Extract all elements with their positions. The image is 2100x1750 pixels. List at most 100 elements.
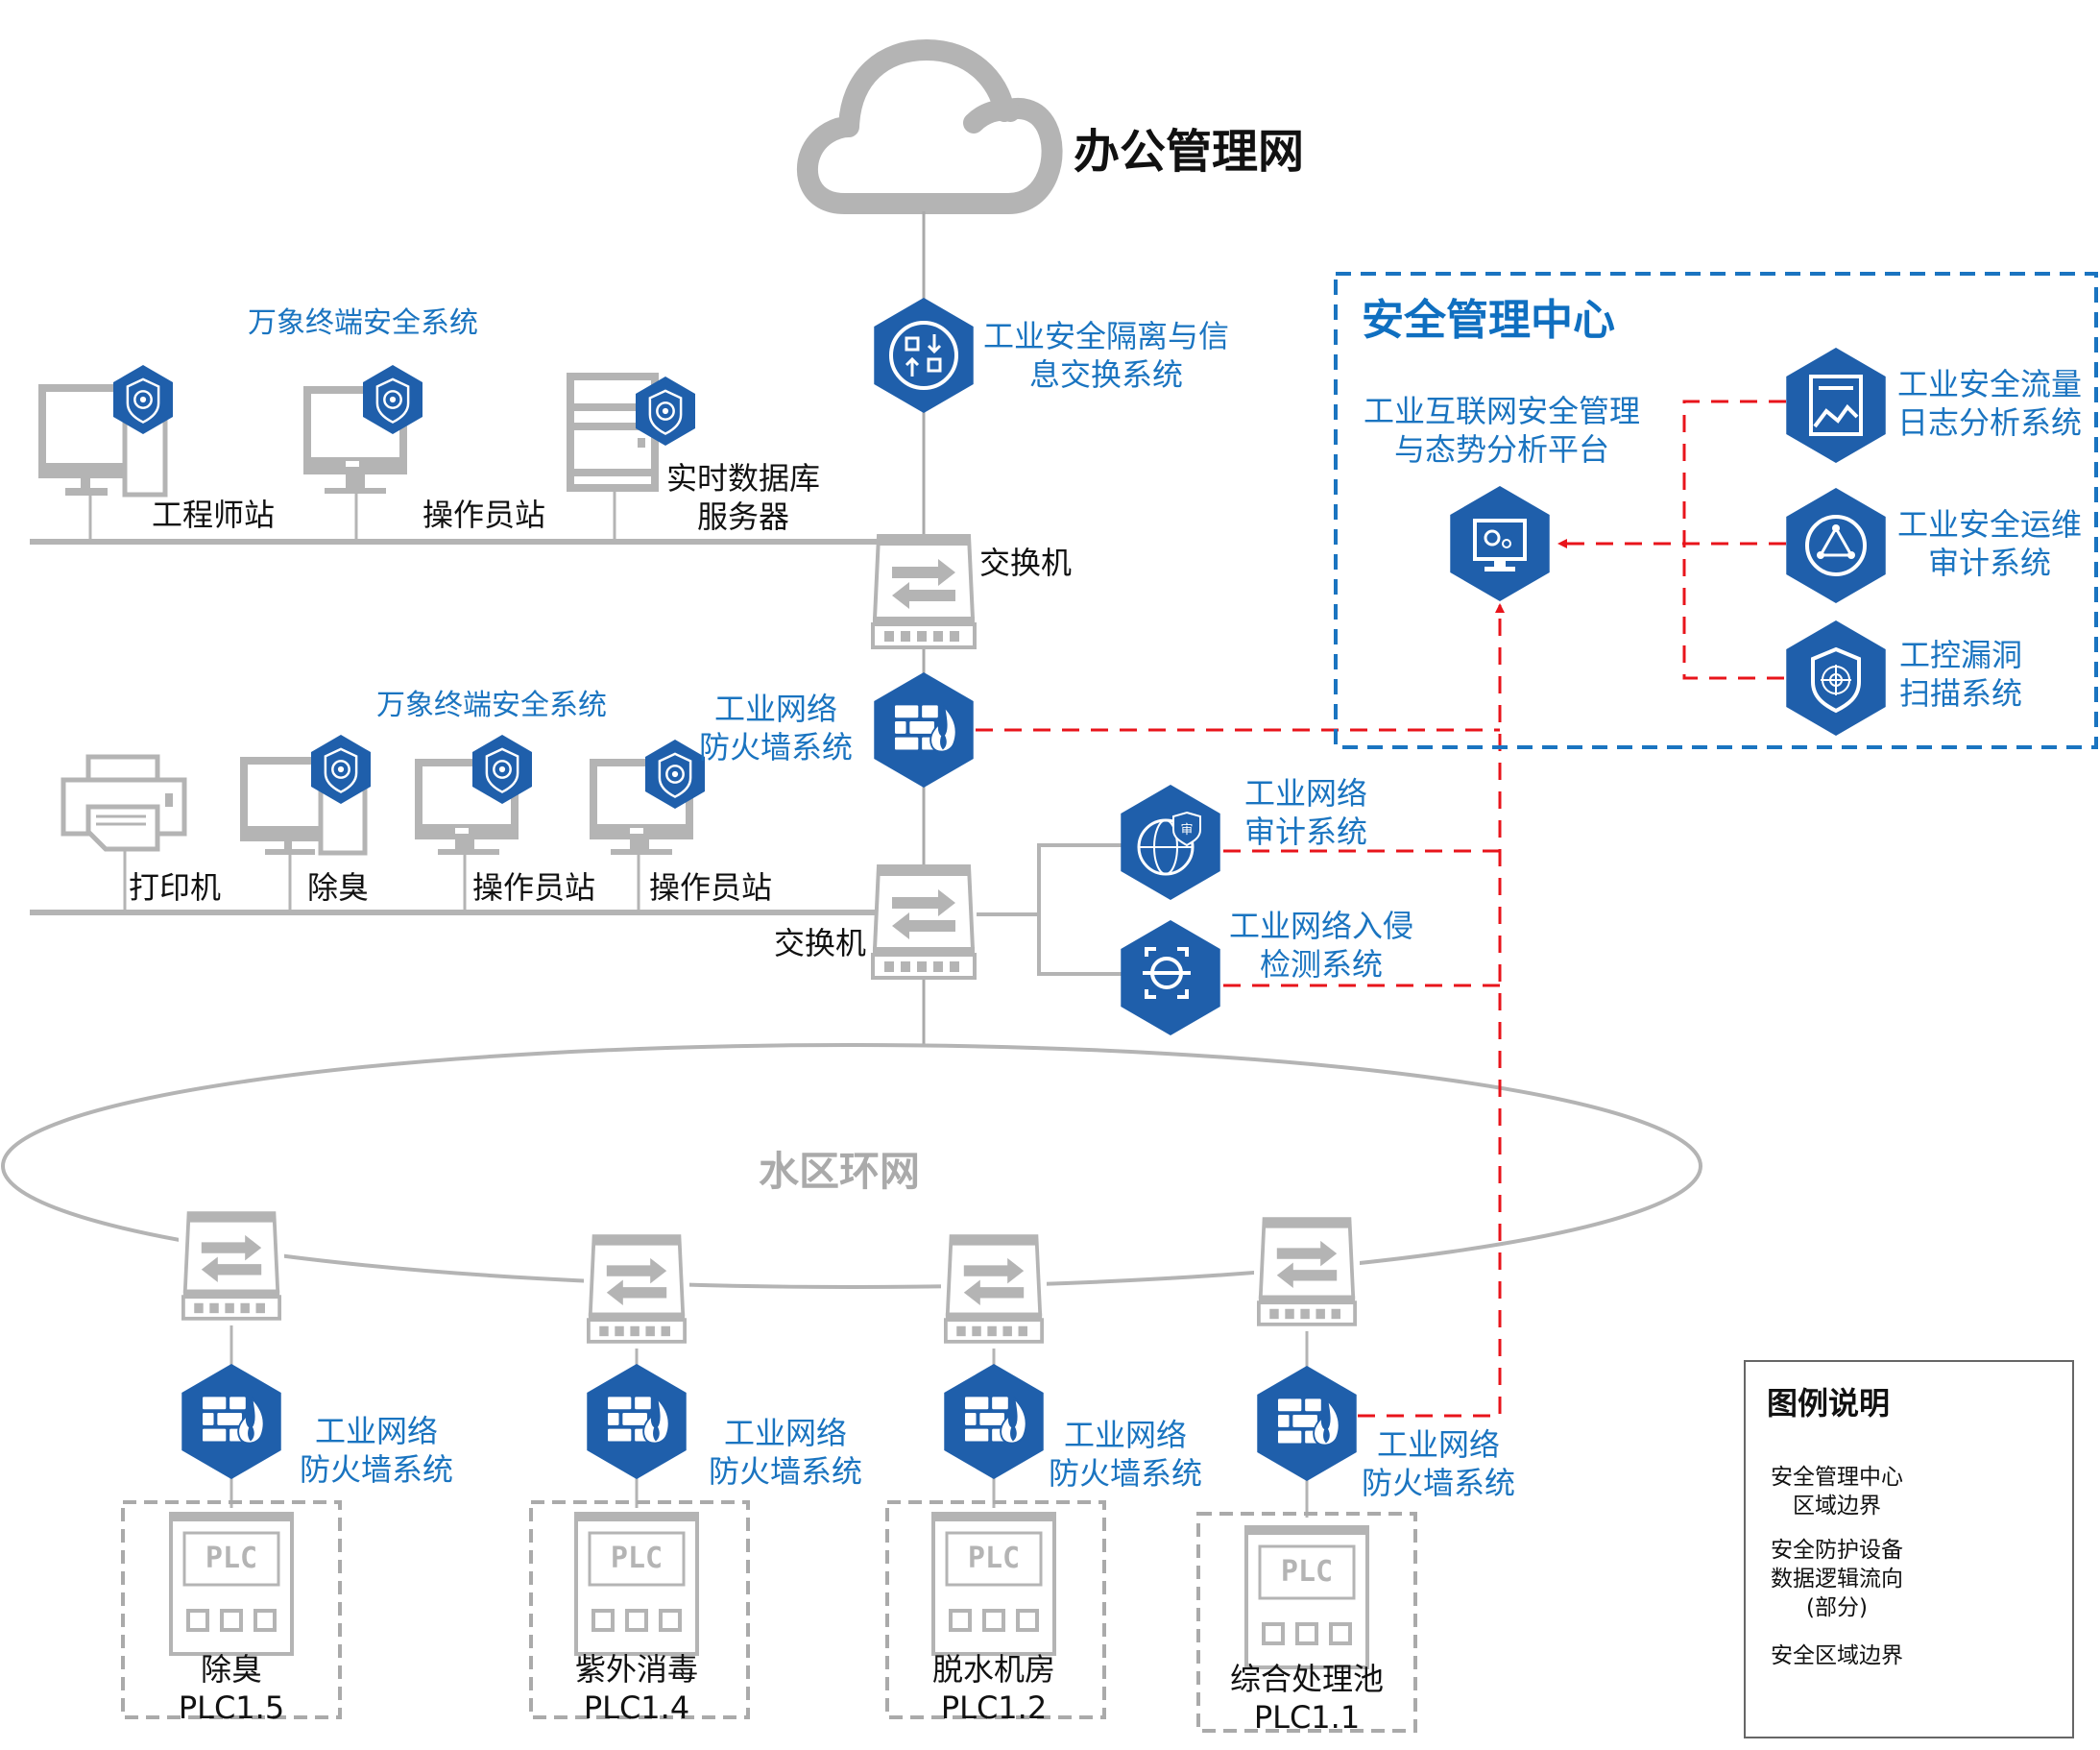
- device-label-db-server: 实时数据库 服务器: [666, 459, 820, 536]
- switch-2-icon: [871, 864, 977, 980]
- legend-text: 区域边界: [1793, 1493, 1881, 1519]
- flow-line-smc-collect: [1682, 400, 1786, 680]
- security-platform-icon: [1450, 486, 1550, 601]
- plc-name-label: 紫外消毒 PLC1.4: [555, 1650, 718, 1727]
- endpoint-security-icon: [645, 740, 705, 809]
- plc-zone-boundary: [529, 1500, 750, 1719]
- ops-audit-icon: [1786, 488, 1886, 603]
- plc-fw-line2: 防火墙系统: [300, 1451, 454, 1488]
- gateway-label-line2: 息交换系统: [1029, 356, 1184, 393]
- plc-id: PLC1.4: [583, 1689, 690, 1726]
- plc-name: 除臭: [200, 1651, 262, 1688]
- legend-item-zone-boundary: 安全区域边界: [1755, 1642, 1919, 1671]
- device-label-operator: 操作员站: [422, 497, 546, 533]
- switch-1-icon: [871, 534, 977, 649]
- plc-firewall-label: 工业网络 防火墙系统: [1049, 1416, 1202, 1493]
- smc-system-label: 工业安全运维 审计系统: [1897, 505, 2082, 582]
- ring-switches: [179, 1204, 1360, 1352]
- smc-sys-line2: 扫描系统: [1899, 675, 2023, 712]
- operator-station-icon: [303, 386, 407, 542]
- plc-label: PLC: [205, 1542, 257, 1575]
- database-server-icon: [567, 373, 659, 542]
- main-firewall-line2: 防火墙系统: [699, 729, 854, 766]
- plc-fw-line2: 防火墙系统: [709, 1453, 863, 1490]
- smc-sys-line2: 日志分析系统: [1897, 404, 2083, 441]
- plc-firewall-4-icon: [1257, 1366, 1357, 1481]
- printer-icon: [60, 754, 187, 912]
- legend-text: 安全防护设备: [1771, 1538, 1903, 1563]
- operator-station-2-icon: [415, 759, 519, 912]
- switch-1-label: 交换机: [979, 545, 1073, 581]
- plc-label: PLC: [1281, 1555, 1333, 1589]
- endpoint-security-icon: [472, 735, 532, 804]
- smc-sys-line1: 工业安全流量: [1897, 366, 2083, 402]
- endpoint-security-label-1: 万象终端安全系统: [248, 306, 478, 340]
- plc-zone-boundary: [885, 1500, 1106, 1719]
- platform-line1: 工业互联网安全管理: [1364, 393, 1641, 429]
- audit-label-line2: 审计系统: [1244, 814, 1368, 850]
- device-label-operator-2: 操作员站: [472, 869, 596, 906]
- main-firewall-line1: 工业网络: [714, 691, 838, 727]
- plc-id: PLC1.2: [940, 1689, 1048, 1726]
- db-label-line1: 实时数据库: [666, 460, 821, 497]
- gateway-label: 工业安全隔离与信 息交换系统: [983, 317, 1229, 394]
- traffic-log-analysis-icon: [1786, 348, 1886, 463]
- legend-text: 数据逻辑流向: [1771, 1566, 1903, 1592]
- plc-zone-boundary: [1196, 1512, 1417, 1733]
- plc-fw-line1: 工业网络: [1064, 1417, 1188, 1453]
- legend-title: 图例说明: [1767, 1385, 1891, 1422]
- legend-text: (部分): [1806, 1594, 1868, 1620]
- office-network-cloud-icon: [797, 39, 1063, 214]
- ring-network-label: 水区环网: [759, 1148, 921, 1195]
- device-label-engineer: 工程师站: [152, 497, 276, 533]
- endpoint-security-icon: [363, 365, 422, 434]
- smc-boundary: [1334, 272, 2098, 749]
- intrusion-detection-icon: [1121, 920, 1220, 1035]
- plc-fw-line1: 工业网络: [315, 1413, 439, 1449]
- isolation-exchange-icon: [874, 298, 974, 413]
- platform-label: 工业互联网安全管理 与态势分析平台: [1364, 392, 1640, 469]
- plc-label: PLC: [611, 1542, 663, 1575]
- plc-device-icon: [169, 1512, 294, 1656]
- ids-label-line1: 工业网络入侵: [1229, 908, 1414, 944]
- plc-name-label: 除臭 PLC1.5: [169, 1650, 294, 1727]
- ids-label-line2: 检测系统: [1260, 946, 1384, 983]
- device-label-deodor: 除臭: [307, 869, 370, 906]
- vulnerability-scan-icon: [1786, 620, 1886, 736]
- plc-fw-line1: 工业网络: [724, 1415, 848, 1451]
- legend-text: 安全区域边界: [1771, 1643, 1903, 1668]
- plc-name-label: 综合处理池 PLC1.1: [1216, 1660, 1398, 1737]
- plc-id: PLC1.5: [178, 1689, 285, 1726]
- office-network-title: 办公管理网: [1074, 125, 1305, 179]
- gateway-label-line1: 工业安全隔离与信: [983, 318, 1230, 354]
- smc-system-label: 工业安全流量 日志分析系统: [1897, 365, 2082, 442]
- legend-text: 安全管理中心: [1771, 1465, 1903, 1490]
- plc-name-label: 脱水机房 PLC1.2: [912, 1650, 1075, 1727]
- ring-switch-icon: [183, 1213, 279, 1319]
- water-ring-network: [1, 1043, 1702, 1289]
- plc-fw-line2: 防火墙系统: [1049, 1455, 1203, 1492]
- plc-device-icon: [931, 1512, 1056, 1656]
- endpoint-security-label-2: 万象终端安全系统: [376, 689, 607, 722]
- smc-sys-line1: 工业安全运维: [1897, 506, 2083, 543]
- smc-system-label: 工控漏洞 扫描系统: [1899, 636, 2022, 713]
- legend-box: 图例说明 安全管理中心 区域边界 安全防护设备 数据逻辑流向 (部分) 安全区域…: [1744, 1360, 2074, 1738]
- plc-firewall-2-icon: [587, 1364, 687, 1479]
- network-audit-icon: 审: [1121, 785, 1220, 900]
- ring-switch-icon: [589, 1236, 685, 1342]
- plc-name: 紫外消毒: [574, 1651, 698, 1688]
- plc-firewall-label: 工业网络 防火墙系统: [1362, 1425, 1515, 1502]
- main-firewall-icon: [874, 672, 974, 788]
- audit-label: 工业网络 审计系统: [1244, 774, 1367, 851]
- ids-label: 工业网络入侵 检测系统: [1229, 907, 1413, 984]
- audit-badge-text: 审: [1180, 823, 1193, 838]
- plc-id: PLC1.1: [1253, 1699, 1361, 1736]
- flow-line-plc-firewall: [1358, 603, 1505, 1418]
- plc-firewall-label: 工业网络 防火墙系统: [300, 1412, 453, 1489]
- plc-label: PLC: [968, 1542, 1020, 1575]
- device-label-operator-3: 操作员站: [649, 869, 773, 906]
- legend-item-smc-boundary: 安全管理中心 区域边界: [1755, 1464, 1919, 1521]
- smc-sys-line2: 审计系统: [1928, 545, 2052, 581]
- legend-item-data-flow: 安全防护设备 数据逻辑流向 (部分): [1755, 1537, 1919, 1623]
